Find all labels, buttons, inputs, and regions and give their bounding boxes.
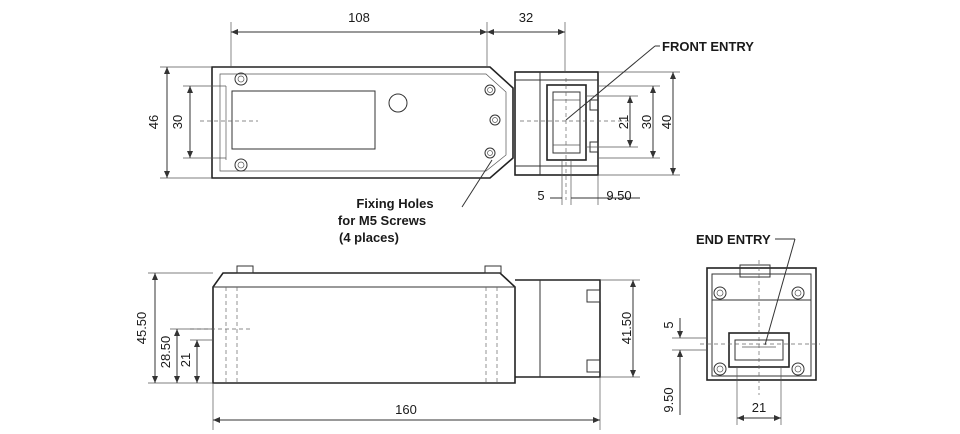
dim-30-left: 30 <box>170 115 185 129</box>
dim-9-50-entry: 9.50 <box>606 188 631 203</box>
side-view <box>190 265 601 384</box>
dim-41-50: 41.50 <box>619 312 634 345</box>
side-view-dimensions: 45.50 28.50 21 160 41.50 <box>134 272 640 430</box>
dim-45-50: 45.50 <box>134 312 149 345</box>
dim-5-end: 5 <box>661 321 676 328</box>
dim-40-entry: 40 <box>659 115 674 129</box>
label-end-entry: END ENTRY <box>696 232 771 247</box>
dim-5-entry: 5 <box>537 188 544 203</box>
dim-46: 46 <box>146 115 161 129</box>
dim-108: 108 <box>348 10 370 25</box>
label-fixing-holes-line1: Fixing Holes <box>356 196 433 211</box>
dim-21-entry: 21 <box>616 115 631 129</box>
end-view-dimensions: 5 9.50 21 <box>661 238 796 425</box>
label-front-entry: FRONT ENTRY <box>662 39 754 54</box>
top-view <box>200 66 630 200</box>
dim-9-50-end: 9.50 <box>661 387 676 412</box>
top-view-dimensions: 108 32 46 30 21 30 40 <box>146 10 680 208</box>
dim-32: 32 <box>519 10 533 25</box>
label-fixing-holes-line2: for M5 Screws <box>338 213 426 228</box>
label-fixing-holes-line3: (4 places) <box>339 230 399 245</box>
dim-28-50: 28.50 <box>158 336 173 369</box>
dim-160: 160 <box>395 402 417 417</box>
dim-21-end: 21 <box>752 400 766 415</box>
end-view <box>700 260 820 395</box>
dim-21-side: 21 <box>178 353 193 367</box>
dim-30-entry: 30 <box>639 115 654 129</box>
